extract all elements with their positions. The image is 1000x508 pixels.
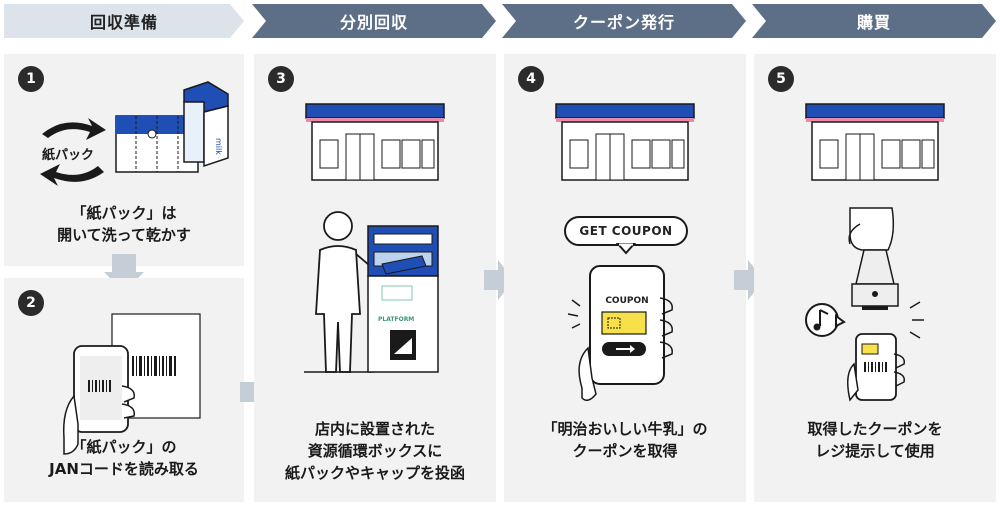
phone-with-coupon-icon: [567, 265, 673, 401]
step-2-panel: 2 「紙パック」の JANコードを読み取る: [4, 278, 244, 502]
header-sorted-collection: 分別回収: [252, 4, 496, 38]
header-label: クーポン発行: [572, 13, 675, 32]
step-number: 4: [518, 66, 544, 92]
arrow-right-icon: [484, 260, 514, 300]
scanner-and-phone-icon: [805, 207, 924, 402]
paper-pack-logo-text: 紙パック: [42, 148, 95, 163]
person-dropping-pack-into-box-icon: [304, 211, 439, 373]
convenience-store-icon: [305, 103, 445, 181]
step-3-caption: 店内に設置された 資源循環ボックスに 紙パックやキャップを投函: [284, 420, 465, 482]
header-coupon-issue: クーポン発行: [502, 4, 746, 38]
arrow-right-icon: [734, 260, 764, 300]
get-coupon-bubble: GET COUPON: [564, 216, 688, 246]
step-4-caption: 「明治おいしい牛乳」の クーポンを取得: [542, 420, 708, 460]
step-number: 1: [18, 66, 44, 92]
step-1-caption: 「紙パック」は 開いて洗って乾かす: [57, 204, 191, 244]
arrow-down-icon: [104, 254, 144, 292]
header-label: 購買: [856, 13, 891, 32]
header-collection-prep: 回収準備: [4, 4, 244, 38]
box-platform-label: PLATFORM: [378, 316, 415, 323]
paper-pack-recycle-icon: milk: [40, 81, 229, 186]
step-2-caption: 「紙パック」の JANコードを読み取る: [49, 438, 199, 478]
coupon-screen-label: COUPON: [605, 296, 649, 306]
header-label: 分別回収: [339, 13, 408, 32]
step-number: 5: [768, 66, 794, 92]
step-number: 3: [268, 66, 294, 92]
convenience-store-icon: [555, 103, 695, 181]
header-label: 回収準備: [89, 13, 158, 32]
convenience-store-icon: [805, 103, 945, 181]
step-5-caption: 取得したクーポンを レジ提示して使用: [807, 420, 943, 460]
step-4-panel: 4 GET COUPON COUPON 「明治おいしい牛乳」の ク: [504, 54, 746, 502]
step-number: 2: [18, 290, 44, 316]
svg-text:milk: milk: [214, 138, 223, 155]
bubble-tail-icon: [615, 243, 637, 255]
step-3-panel: 3 PLATFORM 店内に設置された 資源循環ボックスに 紙パックやキャップを…: [254, 54, 496, 502]
step-5-panel: 5: [754, 54, 996, 502]
phone-scanning-barcode-icon: [62, 313, 201, 455]
step-1-panel: 1 milk 紙パック 「紙パック」は 開いて洗って乾かす: [4, 54, 244, 266]
header-purchase: 購買: [752, 4, 996, 38]
